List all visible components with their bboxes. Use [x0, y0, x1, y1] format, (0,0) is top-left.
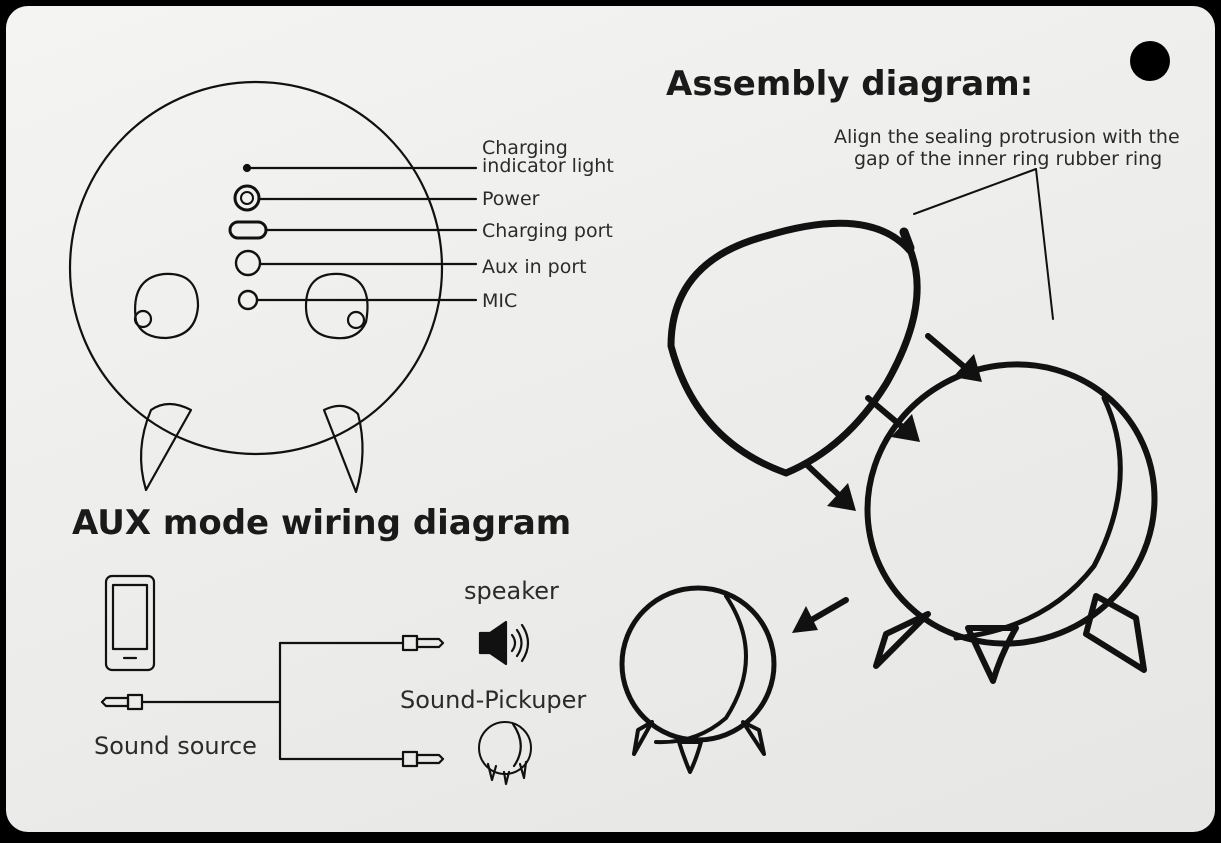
phone-screen [111, 583, 149, 651]
assembly-note-line2: gap of the inner ring rubber ring [854, 148, 1163, 170]
small-speaker-foot-center [677, 740, 703, 774]
callout-line-1 [913, 168, 1037, 215]
label-charging-port: Charging port [482, 220, 613, 242]
aux-port-hole [234, 249, 262, 277]
mic-hole [237, 289, 259, 311]
assembly-artwork [619, 168, 1158, 774]
left-ear [134, 272, 200, 340]
detached-shell [667, 219, 921, 477]
small-speaker-body [619, 585, 777, 743]
wiring-title: AUX mode wiring diagram [72, 503, 572, 543]
speaker-icon [478, 620, 530, 666]
assembly-arrows [803, 333, 971, 625]
label-power: Power [482, 188, 540, 210]
pickup-plug-tip [415, 753, 445, 765]
power-button [233, 184, 261, 212]
charging-port-slot [228, 220, 268, 240]
big-speaker-foot-center [965, 625, 1019, 684]
label-aux-in-port: Aux in port [482, 256, 587, 278]
phone-icon [104, 574, 156, 672]
pickup-plug-body [401, 750, 419, 768]
sound-pickuper-icon [478, 721, 532, 786]
speaker-body-outline [68, 80, 444, 456]
label-sound-source: Sound source [94, 732, 257, 760]
assembly-note-line1: Align the sealing protrusion with the [834, 126, 1180, 148]
label-speaker: speaker [464, 577, 559, 605]
small-speaker-rim [654, 594, 748, 745]
manual-card: Charging indicator light Power Charging … [6, 6, 1215, 832]
power-symbol [240, 191, 254, 205]
assembly-title: Assembly diagram: [666, 64, 1034, 104]
label-mic: MIC [482, 290, 518, 312]
label-charging-indicator: Charging indicator light [482, 137, 614, 177]
label-sound-pickuper: Sound-Pickuper [400, 686, 587, 714]
small-speaker-foot-left [632, 720, 654, 756]
source-plug-body [126, 693, 144, 711]
aux-wiring-artwork [100, 574, 532, 786]
big-speaker-body [864, 361, 1158, 647]
left-ear-knob [133, 309, 153, 329]
speaker-plug-tip [415, 637, 445, 649]
diagram-artwork [68, 41, 1170, 786]
callout-line-2 [1035, 168, 1054, 320]
right-ear [304, 272, 369, 340]
sealing-protrusion [899, 227, 915, 253]
right-foot [322, 404, 364, 494]
small-speaker-foot-right [741, 720, 766, 756]
speaker-plug-body [401, 634, 419, 652]
source-plug-tip [100, 696, 130, 708]
front-view-speaker [68, 80, 478, 494]
left-foot [139, 402, 193, 492]
big-speaker-foot-left [873, 611, 931, 669]
right-ear-knob [346, 310, 366, 330]
corner-dot [1130, 41, 1170, 81]
assembly-arrowheads [792, 354, 982, 633]
big-speaker-foot-right [1083, 593, 1147, 673]
